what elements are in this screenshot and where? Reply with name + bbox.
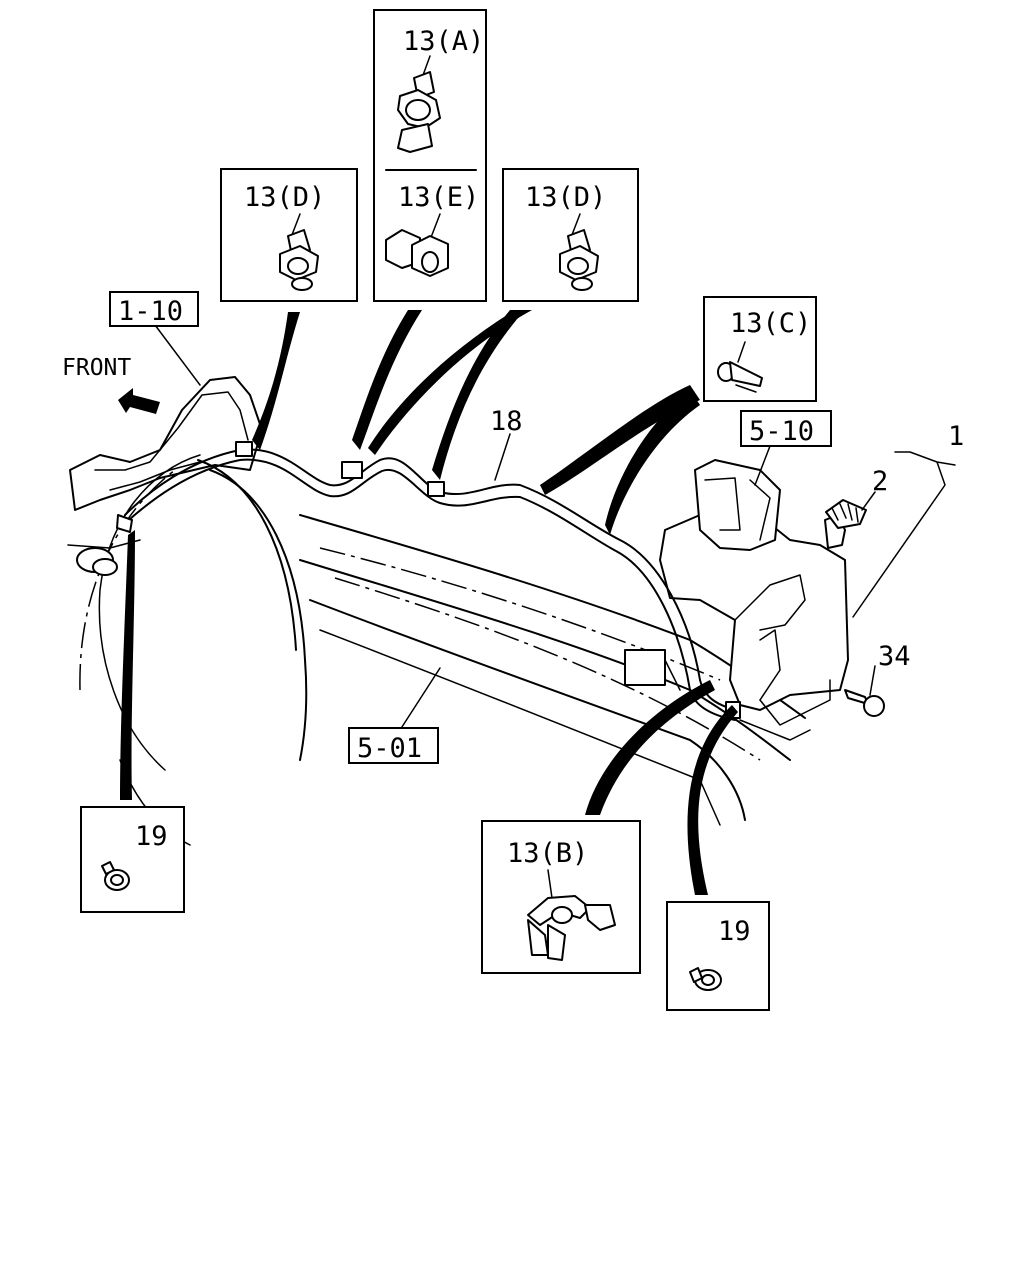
wheel-arch (79, 454, 308, 846)
clip-13d-right-label: 13(D) (525, 182, 606, 213)
detail-box-19-right: 19 (666, 901, 770, 1011)
ref-box-5-10: 5-10 (740, 410, 832, 447)
detail-box-19-left: 19 (80, 806, 185, 913)
ref-1-10-label: 1-10 (118, 296, 183, 327)
clip-13e-label: 13(E) (398, 182, 479, 213)
detail-box-13d-left: 13(D) (220, 168, 358, 302)
part-34-label: 34 (878, 641, 911, 672)
detail-box-13c: 13(C) (703, 296, 817, 402)
clip-13e-icon (385, 229, 449, 277)
clip-13a-icon (397, 71, 441, 153)
leader-swooshes (120, 310, 738, 895)
clip-13b-icon (527, 895, 616, 961)
detail-box-13a-13e: 13(A) 13(E) (373, 9, 487, 302)
hose-clamp-left-icon (101, 861, 130, 891)
ref-box-1-10: 1-10 (109, 291, 199, 327)
detail-box-13d-right: 13(D) (502, 168, 639, 302)
part-19-left-label: 19 (135, 821, 168, 852)
part-2-label: 2 (872, 466, 888, 497)
ref-5-01-label: 5-01 (357, 733, 422, 764)
clip-13a-label: 13(A) (403, 26, 484, 57)
ref-5-10-label: 5-10 (749, 416, 814, 447)
clip-13c-icon (717, 361, 763, 393)
leader-lines (127, 324, 956, 973)
clip-13d-left-icon (279, 229, 319, 291)
front-label: FRONT (62, 355, 131, 381)
filler-cap (825, 499, 867, 529)
clip-13b-label: 13(B) (507, 838, 588, 869)
part-1-label: 1 (948, 421, 964, 452)
detail-box-13b: 13(B) (481, 820, 641, 974)
bolt (844, 689, 885, 717)
ref-box-5-01: 5-01 (348, 727, 439, 764)
reservoir-bracket (694, 459, 781, 551)
engine-top (67, 376, 263, 576)
clip-13d-left-label: 13(D) (244, 182, 325, 213)
front-arrow-icon (118, 388, 160, 414)
clip-13c-label: 13(C) (730, 308, 811, 339)
front-indicator: FRONT (62, 355, 160, 414)
part-18-label: 18 (490, 406, 523, 437)
part-19-right-label: 19 (718, 916, 751, 947)
washer-tank (624, 514, 849, 741)
clip-13d-right-icon (559, 229, 599, 291)
hose-clamp-right-icon (689, 967, 722, 991)
